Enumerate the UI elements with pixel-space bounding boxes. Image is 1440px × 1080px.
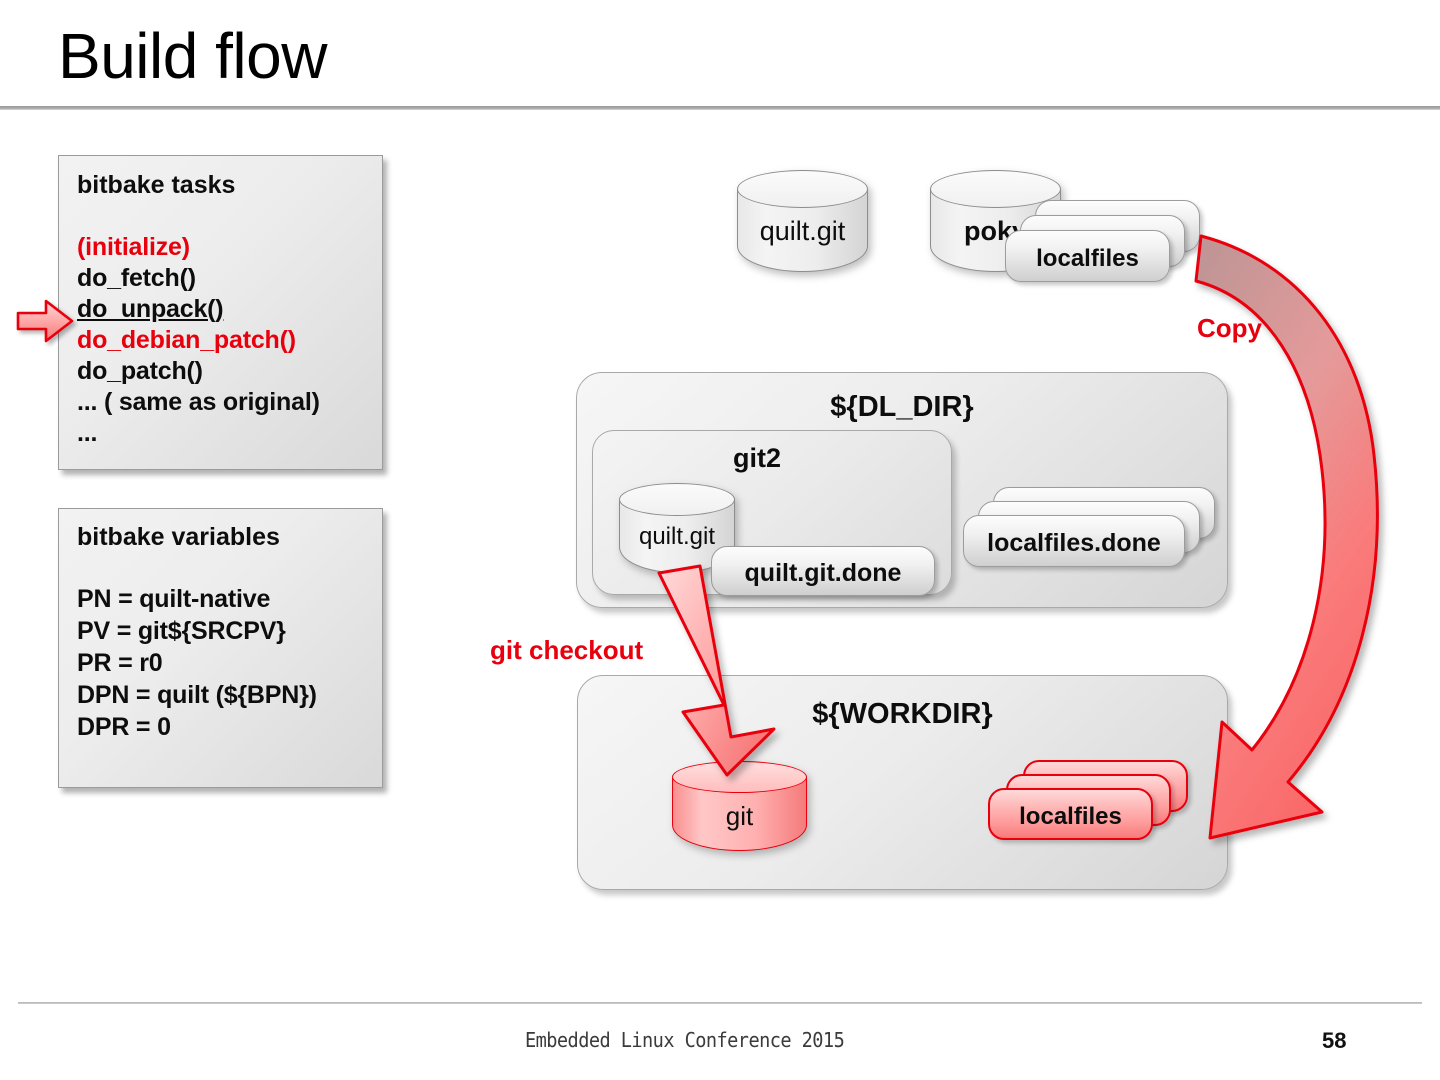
git2-title: git2	[733, 443, 782, 473]
workdir-title: ${WORKDIR}	[812, 698, 993, 730]
variable-line-pv: PV = git${SRCPV}	[77, 617, 286, 645]
variable-line-pr: PR = r0	[77, 649, 163, 677]
cylinder-top-ellipse	[672, 761, 807, 793]
variable-line-dpr: DPR = 0	[77, 713, 171, 741]
git-checkout-arrow-label: git checkout	[490, 635, 644, 665]
task-line-ellipsis: ...	[77, 419, 98, 447]
cylinder-quilt-git-dl: quilt.git	[619, 483, 735, 573]
cylinder-label: quilt.git	[638, 523, 716, 550]
cylinder-git-workdir: git	[672, 761, 807, 851]
stack-sheet-front: localfiles	[988, 788, 1153, 840]
localfiles-source-label: localfiles	[1036, 245, 1139, 272]
bitbake-tasks-heading: bitbake tasks	[77, 171, 236, 199]
task-line-initialize: (initialize)	[77, 233, 190, 261]
footer-page-number: 58	[1322, 1028, 1347, 1053]
cylinder-quilt-git-source: quilt.git	[737, 170, 868, 272]
cylinder-poky-source: poky	[930, 170, 1061, 272]
cylinder-top-ellipse	[930, 170, 1061, 208]
localfiles-done-label: localfiles.done	[987, 529, 1161, 557]
quilt-git-done-marker: quilt.git.done	[711, 546, 935, 596]
task-line-do-debian-patch: do_debian_patch()	[77, 326, 296, 354]
quilt-git-done-label: quilt.git.done	[744, 559, 902, 587]
cylinder-label: quilt.git	[759, 216, 846, 246]
bitbake-variables-heading: bitbake variables	[77, 523, 280, 551]
task-line-do-patch: do_patch()	[77, 357, 203, 385]
localfiles-done-stack: localfiles.done	[963, 487, 1215, 587]
footer-divider	[18, 1002, 1422, 1004]
cylinder-top-ellipse	[737, 170, 868, 208]
stack-sheet-front: localfiles.done	[963, 515, 1185, 567]
cylinder-top-ellipse	[619, 483, 735, 516]
page-title: Build flow	[58, 20, 327, 92]
bitbake-variables-panel: bitbake variables PN = quilt-native PV =…	[58, 508, 383, 788]
variable-line-pn: PN = quilt-native	[77, 585, 271, 613]
task-line-do-fetch: do_fetch()	[77, 264, 196, 292]
copy-arrow-label: Copy	[1197, 313, 1262, 343]
localfiles-workdir-label: localfiles	[1019, 803, 1122, 830]
localfiles-workdir-stack: localfiles	[988, 760, 1208, 860]
stack-sheet-front: localfiles	[1005, 230, 1170, 282]
task-line-do-unpack: do_unpack()	[77, 295, 224, 323]
footer-conference-label: Embedded Linux Conference 2015	[525, 1028, 845, 1052]
header-divider	[0, 106, 1440, 110]
localfiles-source-stack: localfiles	[1005, 200, 1205, 300]
task-line-same-as-original: ... ( same as original)	[77, 388, 320, 416]
cylinder-label: git	[725, 801, 754, 831]
right-arrow-icon	[16, 299, 74, 343]
bitbake-tasks-panel: bitbake tasks (initialize) do_fetch() do…	[58, 155, 383, 470]
dl-dir-title: ${DL_DIR}	[830, 391, 974, 423]
variable-line-dpn: DPN = quilt (${BPN})	[77, 681, 317, 709]
